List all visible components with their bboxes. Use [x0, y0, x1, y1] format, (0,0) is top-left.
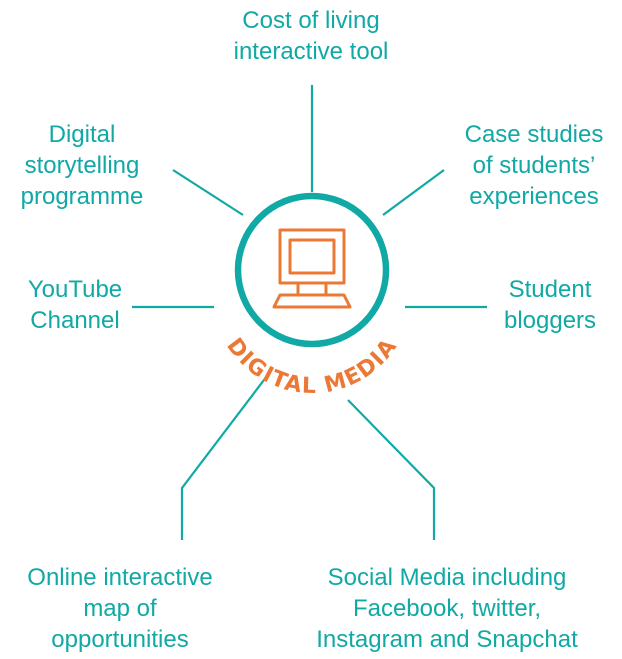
computer-icon [272, 228, 352, 309]
connector-case [382, 169, 445, 216]
node-cost-of-living: Cost of living interactive tool [233, 7, 389, 65]
connector-social [347, 399, 436, 540]
node-youtube-channel: YouTube Channel [27, 276, 123, 334]
node-social-media: Social Media including Facebook, twitter… [316, 564, 578, 653]
node-case-studies: Case studies of students’ experiences [464, 121, 604, 210]
node-student-bloggers: Student bloggers [503, 276, 597, 334]
connector-storytelling [172, 169, 244, 216]
node-digital-storytelling: Digital storytelling programme [20, 121, 144, 210]
node-online-map: Online interactive map of opportunities [27, 564, 213, 653]
connector-map [180, 371, 271, 540]
hub-circle [234, 192, 390, 348]
